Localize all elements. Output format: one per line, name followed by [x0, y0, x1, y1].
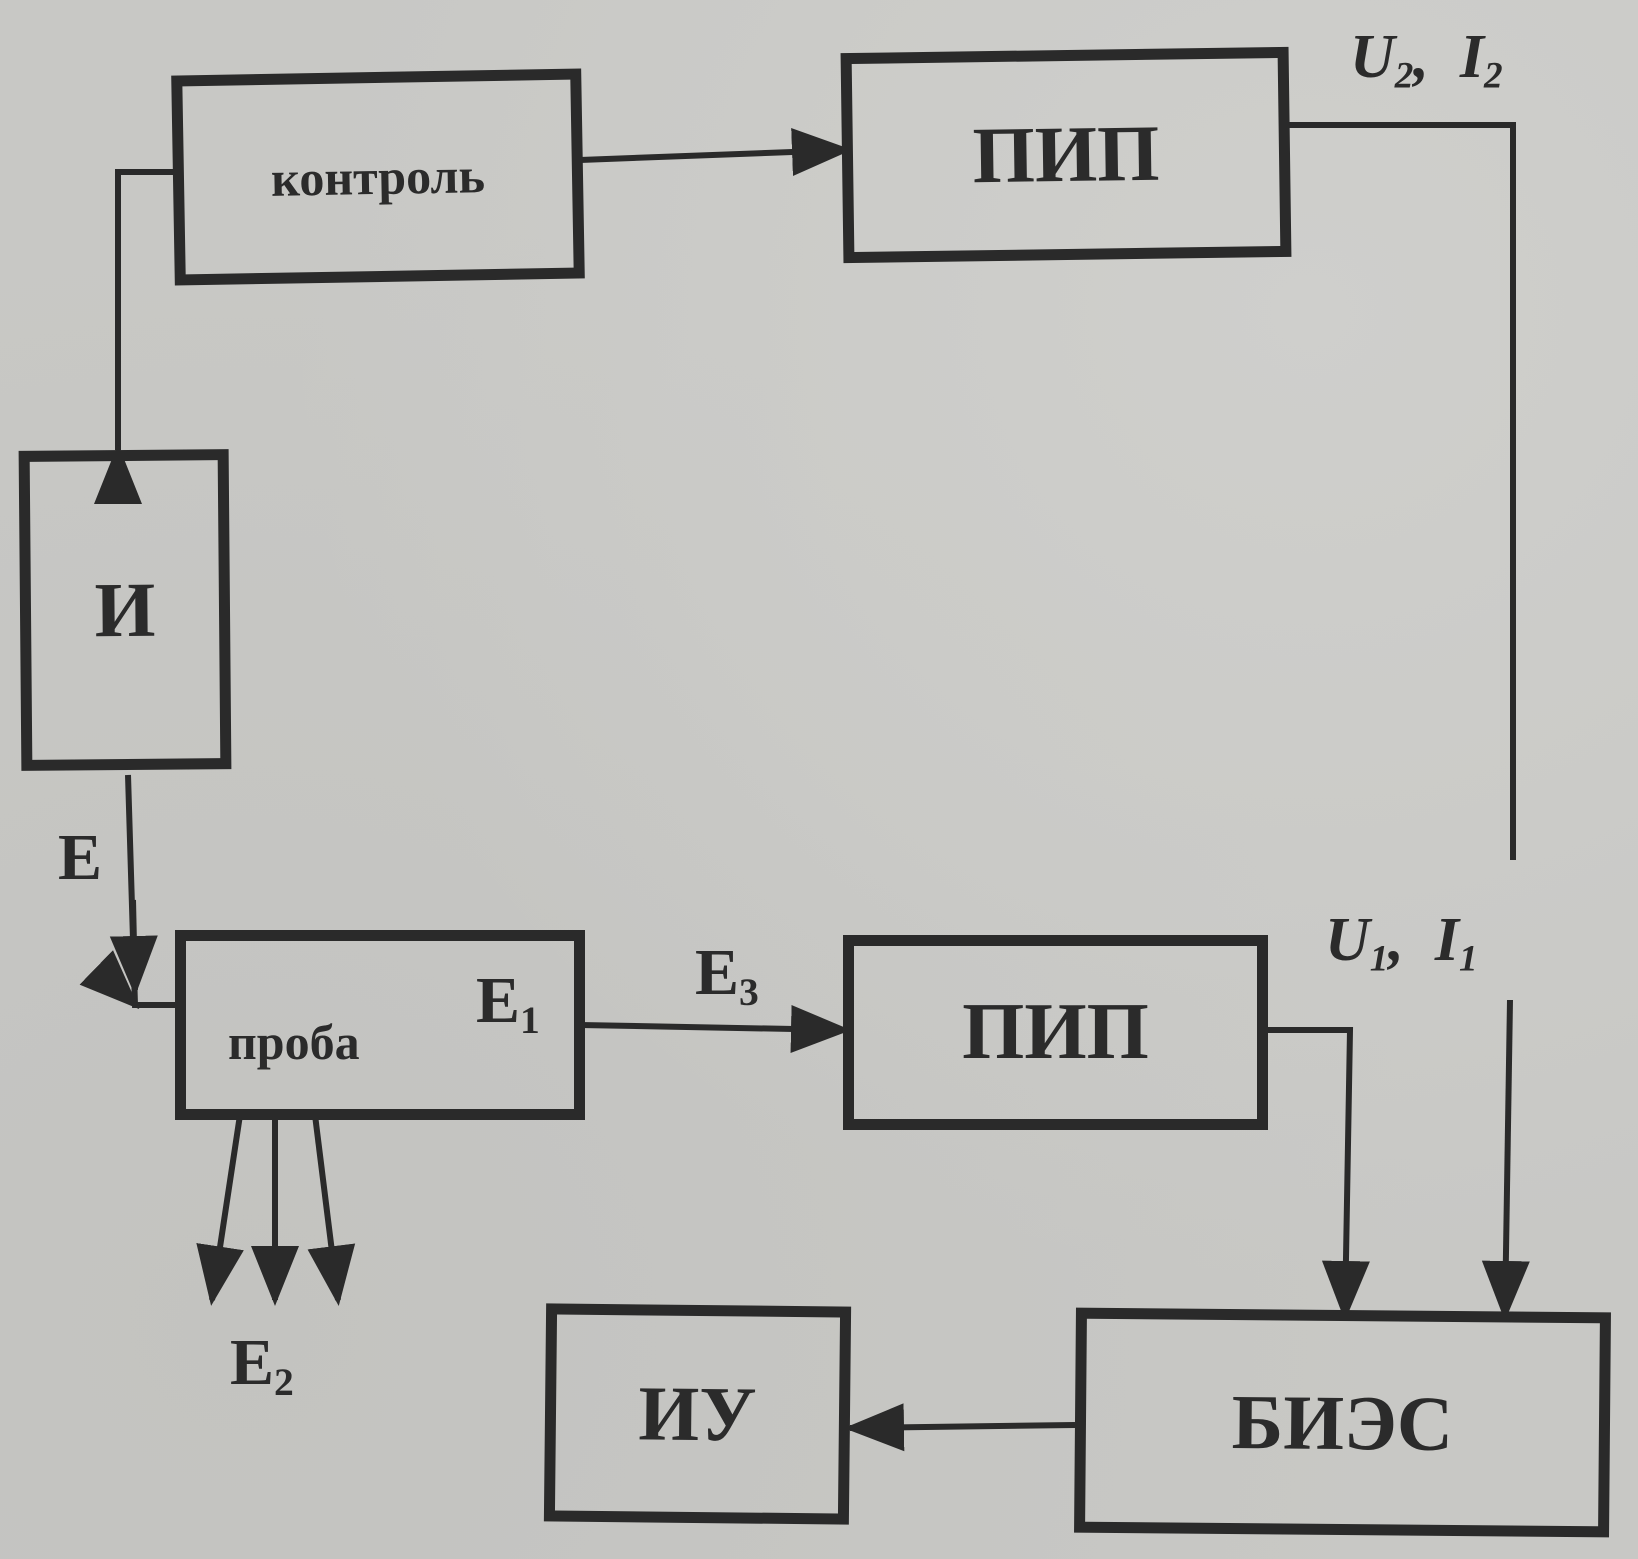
block-bies-label: БИЭС — [1231, 1377, 1454, 1467]
label-u2-i2: U2, I2 — [1350, 23, 1503, 97]
block-pip-bottom-label: ПИП — [962, 988, 1149, 1076]
block-proba: проба E1 — [175, 930, 585, 1120]
wire-i-to-proba — [79, 774, 178, 1010]
wire-pip-top-to-bies — [1285, 122, 1516, 860]
block-proba-label: проба — [228, 1014, 360, 1070]
label-u1-i1: U1, I1 — [1325, 906, 1478, 980]
block-i: И — [18, 449, 232, 771]
label-e: E — [58, 821, 103, 894]
wire-e2-out-3 — [307, 1114, 356, 1306]
block-i-label: И — [94, 565, 156, 654]
wire-proba-to-pip-bottom — [579, 1004, 851, 1053]
block-pip-top: ПИП — [840, 46, 1292, 264]
block-kontrol: контроль — [171, 68, 585, 286]
wire-bies-to-iu — [844, 1403, 1076, 1452]
label-e1: E1 — [476, 964, 540, 1043]
wire-e-arrow — [109, 899, 158, 996]
label-e3: E3 — [695, 936, 759, 1015]
block-iu: ИУ — [543, 1303, 852, 1525]
wire-pip-top-to-bies-lower — [1481, 999, 1530, 1321]
wire-pip-bottom-to-bies — [1262, 1027, 1370, 1321]
label-e2: E2 — [230, 1326, 294, 1405]
block-kontrol-label: контроль — [270, 147, 486, 207]
block-iu-label: ИУ — [638, 1369, 757, 1458]
wire-i-to-kontrol — [94, 169, 175, 504]
block-pip-bottom: ПИП — [843, 935, 1268, 1130]
wire-e2-out-1 — [196, 1114, 244, 1306]
wire-kontrol-to-pip-top — [579, 128, 852, 177]
block-bies: БИЭС — [1074, 1307, 1611, 1538]
block-pip-top-label: ПИП — [972, 109, 1160, 200]
